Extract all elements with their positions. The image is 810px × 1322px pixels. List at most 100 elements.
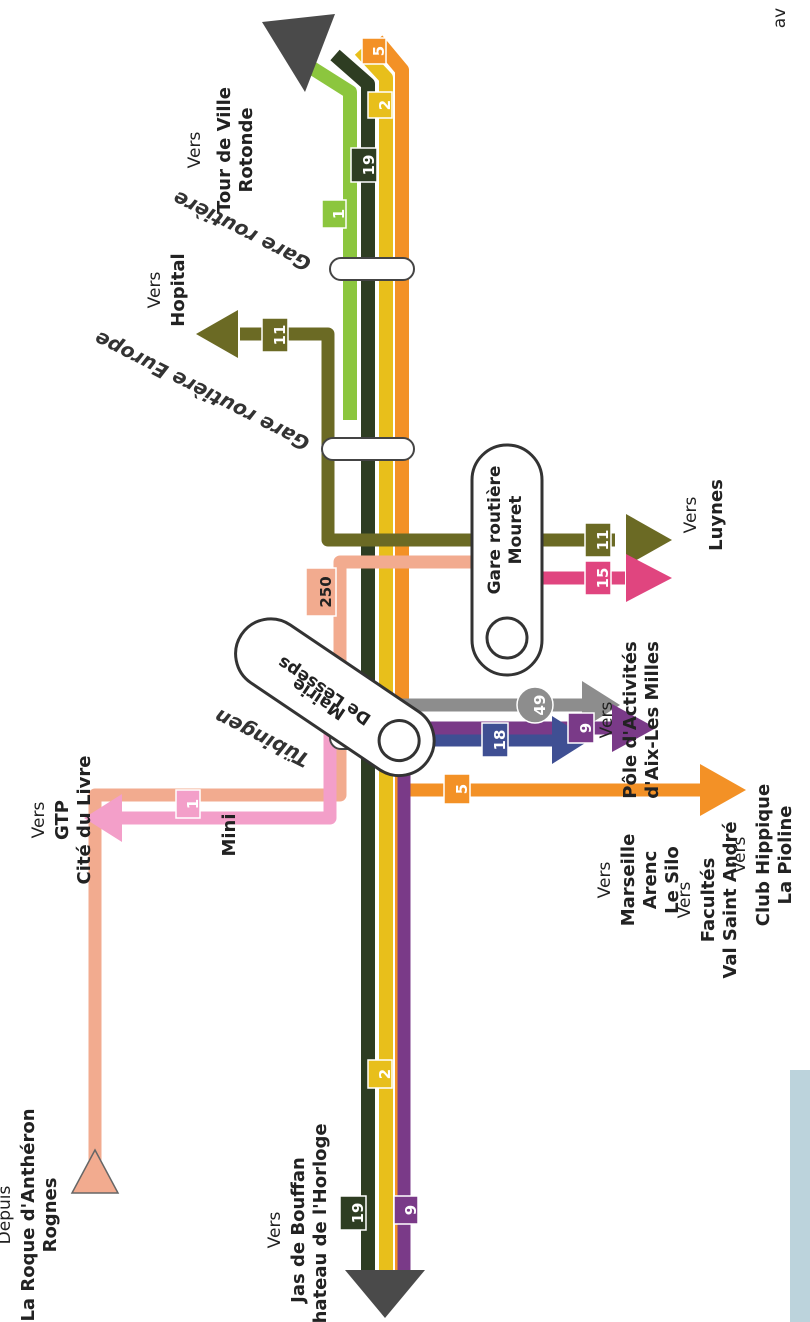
dest-marseille-vers: Vers <box>595 862 615 899</box>
badge-line-5-label: 5 <box>370 46 388 56</box>
badge-line-9-bottom-label: 9 <box>402 1205 420 1215</box>
dest-club-vers: Vers <box>730 837 750 874</box>
badge-line-250-label: 250 <box>317 576 335 607</box>
stop-gare-routiere-europe-marker[interactable] <box>321 437 415 461</box>
dest-pole-name1: Pôle d'Activités <box>620 641 641 798</box>
badge-line-1-label: 1 <box>330 209 348 219</box>
badge-line-19-label: 19 <box>360 155 378 176</box>
badge-line-mini[interactable]: 1 <box>175 789 202 819</box>
dest-club: Vers Club Hippique La Pioline <box>730 784 796 926</box>
dest-roque-vers: Depuis <box>0 1186 15 1245</box>
dest-marseille-name3: Le Silo <box>662 846 683 914</box>
dest-gtp-name2: Cité du Livre <box>74 756 95 885</box>
badge-line-9-bottom[interactable]: 9 <box>393 1195 420 1225</box>
dest-roque-name1: La Roque d'Anthéron <box>18 1108 39 1321</box>
dest-facultes-name2: Val Saint André <box>720 821 741 978</box>
badge-line-5-branch-label: 5 <box>453 784 471 794</box>
badge-line-11-hopital[interactable]: 11 <box>261 317 289 353</box>
dest-gtp-vers: Vers <box>29 802 49 839</box>
dest-hopital-name1: Hopital <box>168 253 189 326</box>
dest-pole: Vers Pôle d'Activités d'Aix-Les Milles <box>597 641 663 799</box>
dest-mini-name1: Mini <box>219 813 240 856</box>
stop-mouret-pill[interactable]: Gare routière Mouret <box>470 443 544 677</box>
badge-line-mini-label: 1 <box>184 799 202 809</box>
dest-jas-name1: Jas de Bouffan <box>288 1157 309 1305</box>
dest-club-name2: La Pioline <box>775 806 796 905</box>
dest-mini: Mini <box>219 813 240 856</box>
arrow-club-icon <box>700 764 746 816</box>
dest-pole-vers: Vers <box>597 702 617 739</box>
dest-tour-de-ville: Vers Tour de Ville Rotonde <box>185 87 257 213</box>
arrow-hopital-icon <box>196 310 238 358</box>
route-line-250[interactable] <box>88 555 480 1185</box>
badge-line-19-bottom-label: 19 <box>349 1203 367 1224</box>
stop-mouret-line2: Mouret <box>506 496 526 565</box>
dest-marseille: Vers Marseille Arenc Le Silo <box>595 834 683 927</box>
badge-line-9-branch[interactable]: 9 <box>567 712 595 744</box>
dest-gtp-name1: GTP <box>52 800 73 840</box>
badge-line-5-branch[interactable]: 5 <box>443 773 471 805</box>
dest-marseille-name1: Marseille <box>618 834 639 927</box>
dest-hopital: Vers Hopital <box>145 253 189 326</box>
line-badges: 5 2 19 1 11 11 15 250 <box>175 37 612 1231</box>
dest-tour-de-ville-name2: Rotonde <box>236 107 257 192</box>
dest-club-name1: Club Hippique <box>753 784 774 926</box>
stop-gare-routiere-name: Gare routière <box>169 186 315 276</box>
dest-facultes: Vers Facultés Val Saint André <box>675 821 741 978</box>
dest-jas: Vers Jas de Bouffan Chateau de l'Horloge <box>265 1123 331 1322</box>
arrow-gtp-icon <box>84 794 122 842</box>
badge-line-2-label: 2 <box>376 100 394 110</box>
arrow-luynes-icon <box>626 514 672 566</box>
dest-pole-name2: d'Aix-Les Milles <box>642 641 663 799</box>
dest-roque-name2: Rognes <box>40 1178 61 1253</box>
route-line-19[interactable] <box>330 49 375 1275</box>
stop-gare-routiere-marker[interactable] <box>329 257 415 281</box>
badge-line-11-luynes-label: 11 <box>594 530 612 551</box>
destination-labels: Vers Tour de Ville Rotonde Vers Hopital … <box>0 87 796 1322</box>
badge-line-18-label: 18 <box>491 730 509 751</box>
dest-jas-name2: Chateau de l'Horloge <box>310 1123 331 1322</box>
badge-line-250[interactable]: 250 <box>305 567 337 617</box>
dest-hopital-vers: Vers <box>145 272 165 309</box>
badge-line-49[interactable]: 49 <box>516 686 554 724</box>
stop-mouret-line1: Gare routière <box>485 466 505 595</box>
arrow-roque-icon <box>70 1148 120 1194</box>
badge-line-1-top[interactable]: 1 <box>321 199 348 229</box>
route-corrections <box>397 721 612 1275</box>
photo-corner <box>790 1070 810 1322</box>
badge-line-15[interactable]: 15 <box>584 560 612 596</box>
badge-line-11-hopital-label: 11 <box>271 325 289 346</box>
stop-markers: De Lesseps Mairie Gare routière Mouret <box>234 257 544 778</box>
route-line-9-branch[interactable] <box>397 721 612 1275</box>
badge-line-9-branch-label: 9 <box>577 723 595 733</box>
badge-line-18[interactable]: 18 <box>481 722 509 758</box>
badge-line-19-top[interactable]: 19 <box>350 147 378 183</box>
badge-line-19-bottom[interactable]: 19 <box>339 1195 367 1231</box>
badge-line-2-top[interactable]: 2 <box>367 91 394 119</box>
dest-gtp: Vers GTP Cité du Livre <box>29 756 95 885</box>
dest-luynes-name1: Luynes <box>706 479 727 551</box>
badge-line-15-label: 15 <box>594 568 612 589</box>
dest-facultes-name1: Facultés <box>698 858 719 943</box>
dest-luynes: Vers Luynes <box>681 479 727 551</box>
badge-line-5-top[interactable]: 5 <box>361 37 388 65</box>
arrow-15-icon <box>626 554 672 602</box>
arrowheads <box>70 14 746 1318</box>
dest-marseille-name2: Arenc <box>640 851 661 910</box>
dest-roque: Depuis La Roque d'Anthéron Rognes <box>0 1108 61 1321</box>
route-line-1[interactable] <box>308 62 357 420</box>
dest-tour-de-ville-vers: Vers <box>185 132 205 169</box>
corner-text: av <box>770 8 790 28</box>
dest-tour-de-ville-name1: Tour de Ville <box>214 87 235 213</box>
arrow-jas-de-bouffan-icon <box>345 1270 425 1318</box>
badge-line-11-luynes[interactable]: 11 <box>584 522 612 558</box>
badge-line-2-bottom[interactable]: 2 <box>367 1059 394 1089</box>
badge-line-49-label: 49 <box>531 695 549 716</box>
dest-facultes-vers: Vers <box>675 882 695 919</box>
dest-jas-vers: Vers <box>265 1212 285 1249</box>
arrow-facultes-icon <box>612 704 656 752</box>
arrow-tour-de-ville-icon <box>262 14 335 92</box>
dest-luynes-vers: Vers <box>681 497 701 534</box>
badge-line-2-bottom-label: 2 <box>376 1069 394 1079</box>
